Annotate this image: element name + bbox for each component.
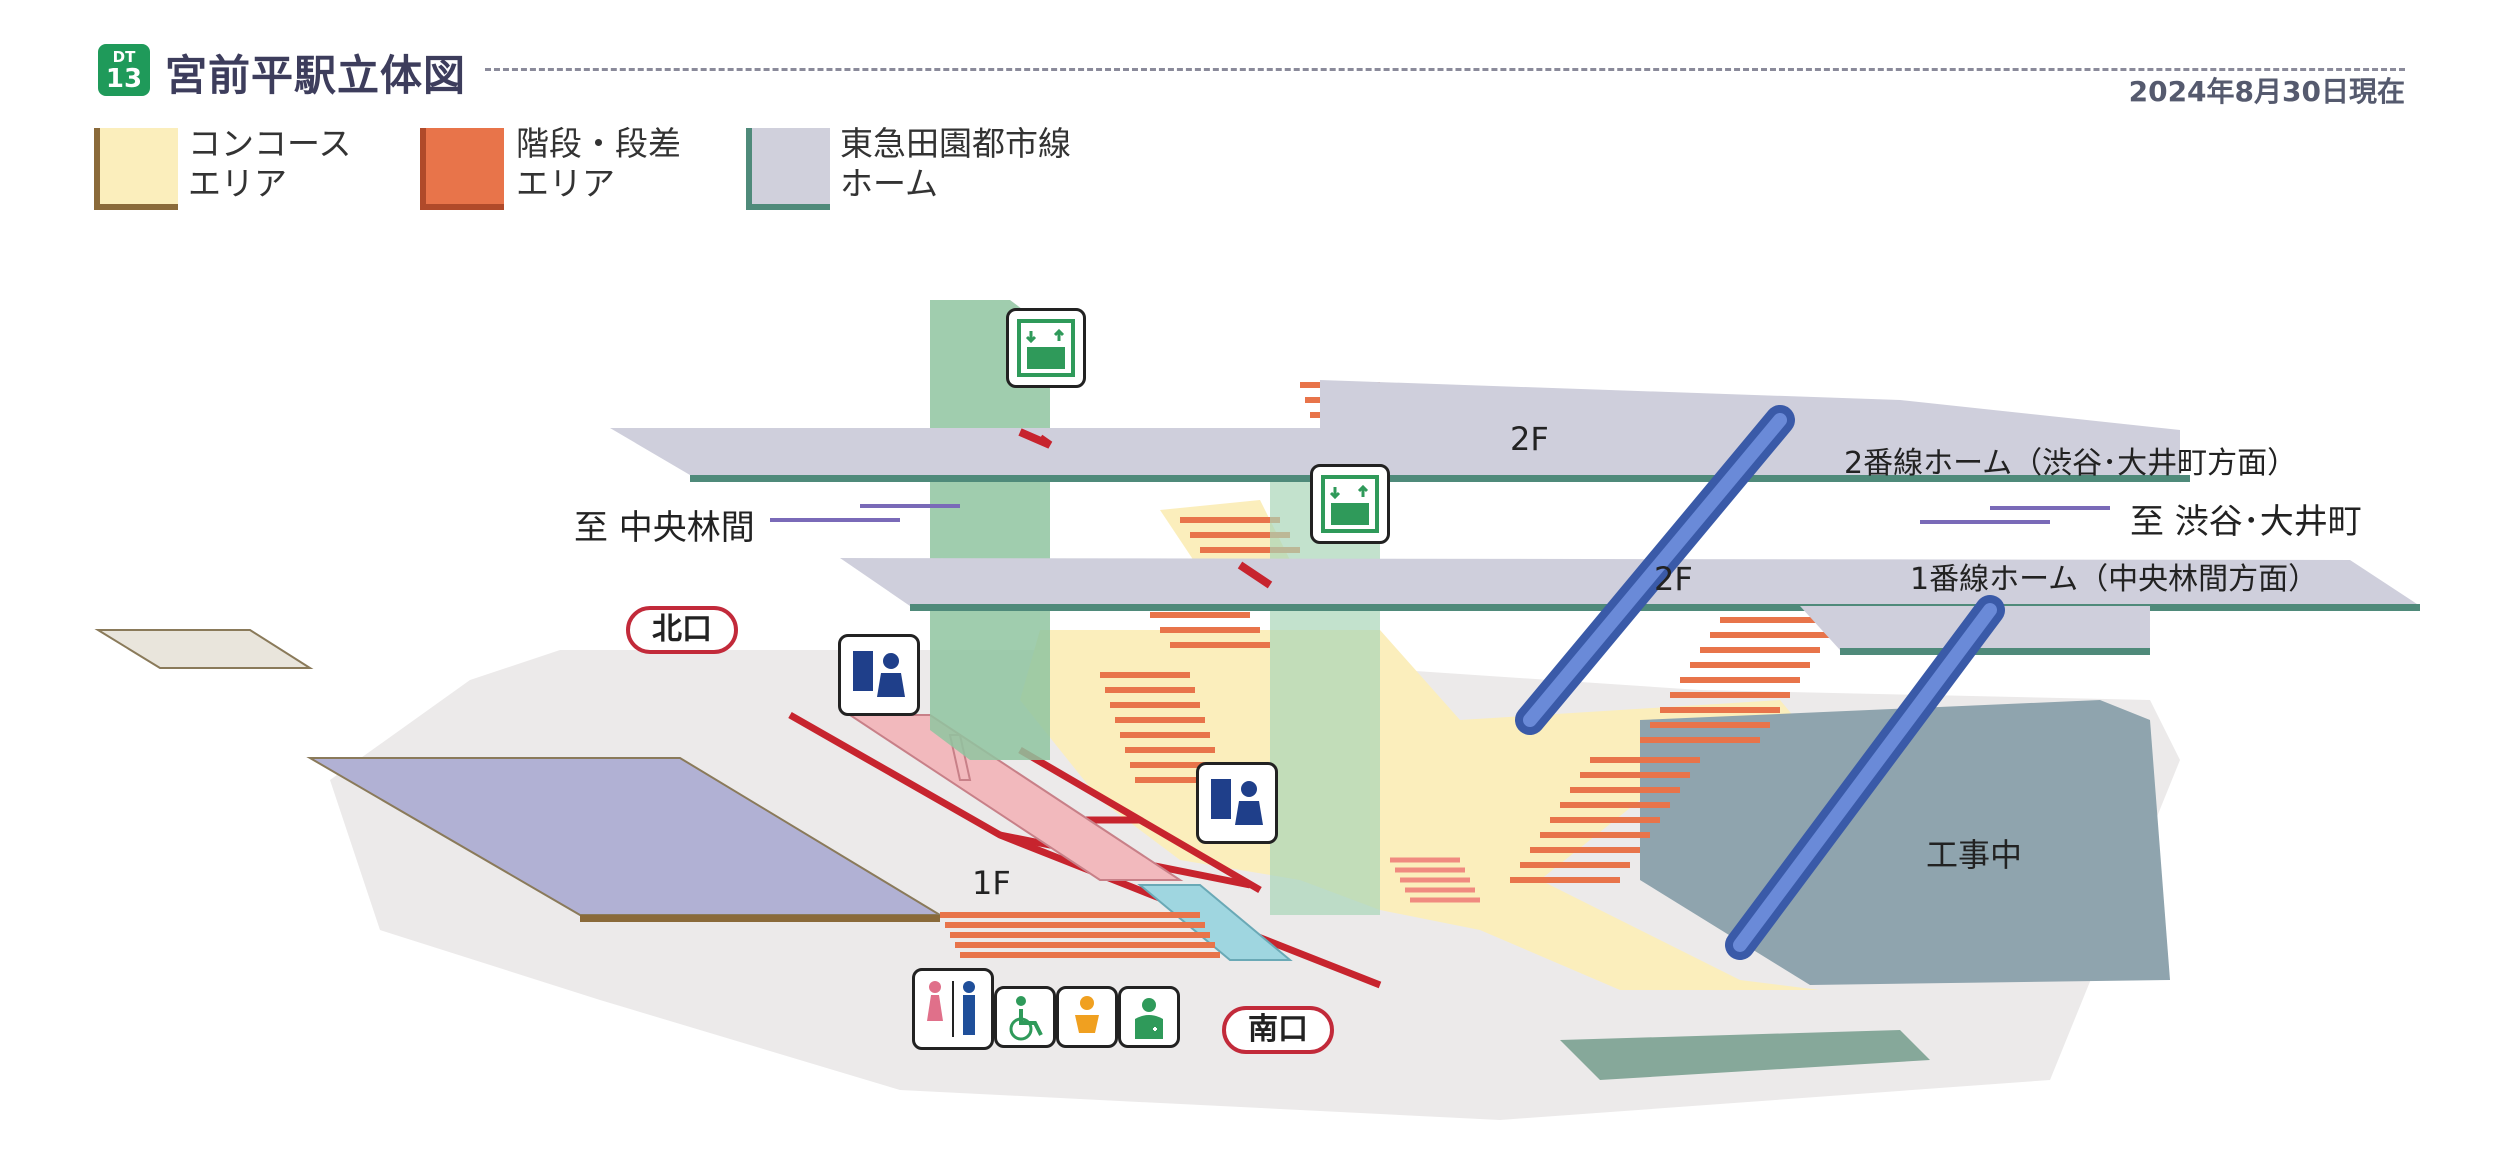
exit-south: 南口 — [1222, 1006, 1334, 1054]
line-badge: DT 13 — [98, 44, 150, 96]
side-pad — [94, 629, 314, 669]
legend-label-concourse: コンコース エリア — [188, 124, 352, 203]
title-divider — [485, 68, 2405, 71]
restroom-icon — [912, 968, 994, 1050]
baby-care-icon — [1056, 986, 1118, 1048]
escalator-left — [1515, 405, 1795, 735]
escalator-right — [1725, 595, 2005, 960]
stairs-right — [1510, 617, 1840, 883]
update-date: 2024年8月30日現在 — [2128, 75, 2405, 108]
platform-2-label: 2番線ホーム（渋谷･大井町方面） — [1844, 446, 2298, 481]
platform-2 — [610, 380, 2180, 475]
exit-north: 北口 — [626, 606, 738, 654]
platform-1-gap-edge — [1840, 648, 2150, 655]
direction-label-right: 至 渋谷･大井町 — [2130, 502, 2362, 542]
platform-1-label: 1番線ホーム（中央林間方面） — [1910, 562, 2319, 597]
ticket-machine-icon — [838, 634, 920, 716]
floor-label-1f: 1F — [972, 864, 1011, 902]
line-badge-code: DT — [112, 48, 136, 66]
plaza-edge — [580, 915, 940, 922]
aed-icon — [1118, 986, 1180, 1048]
floor-label-2f-upper: 2F — [1510, 420, 1549, 458]
arrow-2f-upper — [1018, 428, 1053, 449]
ground-area-pond — [1560, 1030, 1930, 1080]
elevator-shaft-left — [930, 300, 1050, 760]
line-badge-number: 13 — [105, 64, 143, 94]
concourse-area-1f — [1020, 630, 1830, 990]
legend-swatch-stairs — [420, 128, 504, 210]
floor-label-2f-lower: 2F — [1654, 560, 1693, 598]
arrow-2f-lower — [1237, 561, 1273, 589]
stairs-1f-south — [940, 912, 1220, 958]
legend-swatch-concourse — [94, 128, 178, 210]
construction-label: 工事中 — [1926, 836, 2023, 874]
legend-swatch-platform — [746, 128, 830, 210]
ticket-machine-icon — [1196, 762, 1278, 844]
stairs-small-center — [1390, 857, 1480, 903]
direction-arrow-left — [770, 504, 960, 522]
platform-1-edge — [910, 604, 2420, 611]
elevator-icon — [1310, 464, 1390, 544]
page-title: 宮前平駅立体図 — [165, 51, 467, 100]
direction-arrow-right — [1920, 506, 2110, 524]
direction-label-left: 至 中央林間 — [574, 508, 755, 548]
legend-label-platform: 東急田園都市線 ホーム — [840, 124, 1071, 203]
legend-label-stairs: 階段・段差 エリア — [516, 124, 681, 203]
platform-2-edge — [690, 475, 2190, 482]
elevator-icon — [1006, 308, 1086, 388]
wheelchair-icon — [994, 986, 1056, 1048]
